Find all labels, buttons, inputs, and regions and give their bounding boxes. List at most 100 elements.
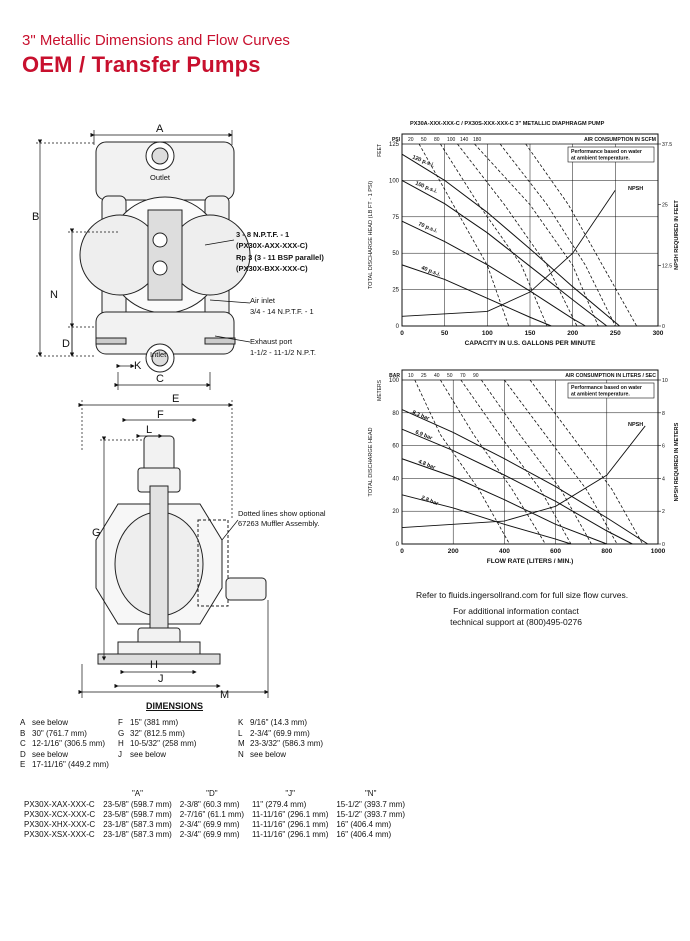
dimension-item: M 23-3/32" (586.3 mm)	[238, 739, 323, 750]
x-tick-label: 1000	[651, 548, 666, 555]
top-tick-label: 25	[421, 373, 427, 379]
dimension-item: E 17-11/16" (449.2 mm)	[20, 760, 109, 771]
y-axis-unit: FEET	[377, 144, 383, 157]
x-tick-label: 600	[550, 548, 561, 555]
table-cell: PX30X-XAX-XXX-C	[24, 799, 95, 809]
air-consumption-curve	[504, 379, 618, 545]
contact-note: For additional information contact techn…	[416, 606, 616, 628]
y-tick-label: 0	[396, 542, 400, 548]
y2-tick-label: 12.5	[662, 263, 672, 269]
dim-label-d: D	[62, 338, 70, 350]
table-cell: 11" (279.4 mm)	[252, 799, 307, 809]
dimension-value: see below	[32, 749, 69, 759]
y-tick-label: 60	[392, 444, 399, 450]
dimension-value: 17-11/16" (449.2 mm)	[32, 760, 109, 770]
top-tick-label: 40	[434, 373, 440, 379]
dimension-value: see below	[32, 718, 69, 727]
reference-note: Refer to fluids.ingersollrand.com for fu…	[416, 590, 629, 600]
air-consumption-curve	[440, 143, 548, 327]
dimension-key: K	[238, 718, 244, 727]
dimension-key: G	[118, 728, 125, 738]
dimension-value: 15" (381 mm)	[130, 718, 179, 727]
dim-label-f: F	[157, 409, 164, 421]
chart-note-line-2: at ambient temperature.	[571, 156, 630, 162]
series-line	[401, 458, 607, 545]
x-tick-label: 800	[601, 548, 612, 555]
series-line	[401, 409, 649, 545]
dimension-key: M	[238, 739, 245, 749]
table-cell: 2-3/8" (60.3 mm)	[179, 799, 240, 809]
npsh-label: NPSH	[628, 186, 643, 192]
top-tick-label: 50	[421, 137, 427, 143]
dimension-value: 30" (761.7 mm)	[32, 728, 87, 738]
dimension-value: 2-3/4" (69.9 mm)	[250, 728, 310, 738]
table-cell: 15-1/2" (393.7 mm)	[336, 809, 406, 819]
series-label: 70 p.s.i.	[417, 221, 438, 234]
dimension-value: see below	[250, 749, 287, 759]
y2-axis-label: NPSH REQUIRED IN METERS	[674, 422, 680, 501]
dim-label-g: G	[92, 527, 101, 539]
table-header: "N"	[364, 789, 377, 798]
x-tick-label: 0	[400, 330, 404, 337]
y2-tick-label: 6	[662, 444, 665, 450]
x-axis-label: CAPACITY IN U.S. GALLONS PER MINUTE	[465, 340, 597, 347]
air-consumption-curve	[460, 379, 572, 545]
dimension-key: A	[20, 718, 26, 727]
dimension-key: B	[20, 728, 26, 738]
dim-label-j: J	[158, 673, 164, 685]
dimension-key: E	[20, 760, 26, 770]
side-view-drawing	[95, 435, 267, 665]
series-label: 100 p.s.i.	[414, 181, 438, 195]
dimension-value: 23-3/32" (586.3 mm)	[250, 739, 324, 749]
top-tick-label: 100	[447, 137, 456, 143]
exhaust-port-size: 1-1/2 - 11-1/2 N.P.T.	[250, 348, 316, 357]
y-tick-label: 0	[396, 324, 400, 330]
top-axis-unit: BAR	[389, 373, 400, 379]
npsh-line	[401, 189, 616, 317]
table-header: "D"	[206, 789, 218, 798]
series-line	[401, 153, 620, 327]
table-cell: 23-1/8" (587.3 mm)	[103, 829, 172, 839]
x-tick-label: 150	[525, 330, 536, 337]
chart-note-line-1: Performance based on water	[571, 149, 642, 155]
table-cell: 23-1/8" (587.3 mm)	[103, 819, 172, 829]
y2-tick-label: 37.5	[662, 142, 672, 148]
chart-note-box	[567, 382, 655, 399]
table-cell: 16" (406.4 mm)	[336, 829, 392, 839]
x-tick-label: 400	[499, 548, 510, 555]
table-header: "A"	[131, 789, 143, 798]
air-consumption-curve	[418, 143, 510, 327]
dim-label-e: E	[172, 393, 179, 405]
dim-label-a: A	[156, 123, 164, 135]
x-tick-label: 200	[567, 330, 578, 337]
dimension-key: J	[118, 749, 122, 759]
y-axis-label: TOTAL DISCHARGE HEAD	[368, 427, 374, 496]
table-cell: 2-7/16" (61.1 mm)	[179, 809, 244, 819]
dimension-value: 12-1/16" (306.5 mm)	[32, 739, 106, 749]
table-cell: PX30X-XCX-XXX-C	[24, 809, 96, 819]
top-tick-label: 90	[473, 373, 479, 379]
dim-label-n: N	[50, 289, 58, 301]
series-label: 4.8 bar	[417, 459, 436, 472]
outlet-label: Outlet	[150, 173, 171, 182]
top-axis-unit: PSI	[392, 137, 401, 143]
npsh-line	[401, 425, 646, 529]
dim-label-l: L	[146, 424, 152, 436]
y-axis-label: TOTAL DISCHARGE HEAD (LB FT - 1 PSI)	[368, 181, 374, 289]
top-tick-label: 80	[434, 137, 440, 143]
series-label: 6.9 bar	[414, 429, 433, 442]
y-tick-label: 20	[392, 509, 399, 515]
series-line	[401, 220, 586, 327]
series-line	[401, 179, 608, 327]
